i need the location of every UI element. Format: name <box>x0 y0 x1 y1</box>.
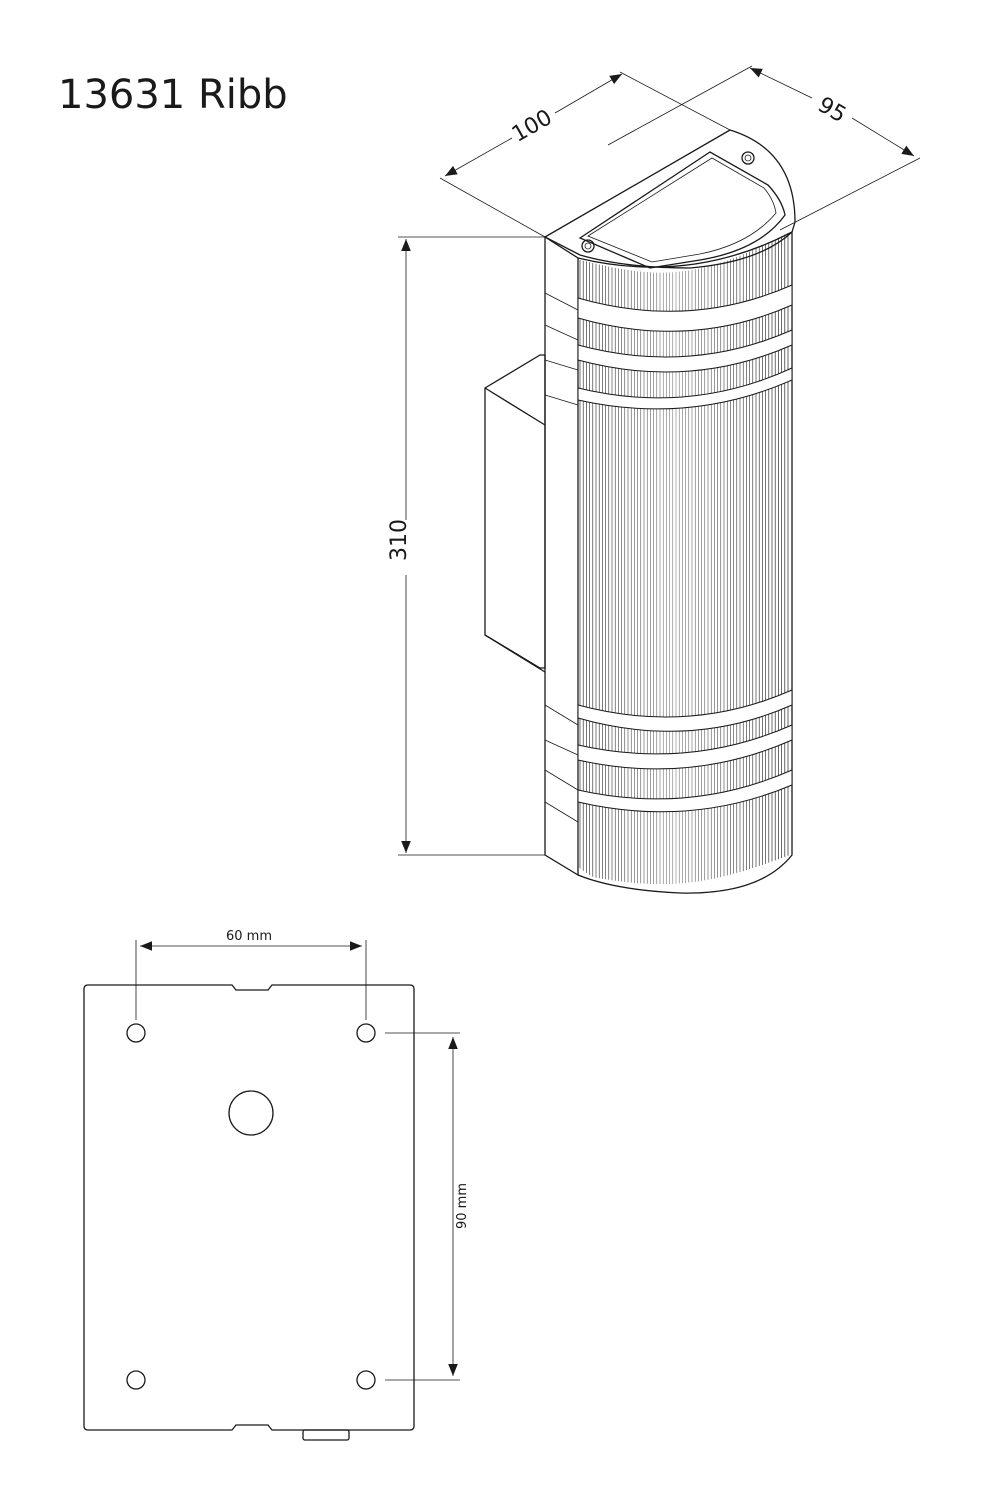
width-label: 95 <box>813 93 850 129</box>
depth-label: 100 <box>508 105 557 148</box>
dimension-height: 310 <box>387 236 545 856</box>
band-stripes <box>577 284 793 813</box>
dimension-hole-vertical: 90 mm <box>385 1032 470 1381</box>
cable-hole <box>228 1090 274 1136</box>
housing-curved-body <box>577 230 793 894</box>
mounting-hole <box>126 1023 146 1043</box>
lamp-isometric-view <box>484 129 796 894</box>
cable-exit <box>302 1429 350 1441</box>
top-lens <box>578 151 786 269</box>
screw-icon <box>581 239 595 253</box>
dimension-hole-horizontal: 60 mm <box>135 929 367 1020</box>
wall-mount-box <box>484 354 546 669</box>
mounting-hole <box>356 1023 376 1043</box>
mounting-hole <box>356 1370 376 1390</box>
hole-spacing-vertical-label: 90 mm <box>455 1183 470 1229</box>
ribbed-texture <box>579 233 789 885</box>
mounting-plate <box>83 984 415 1441</box>
hole-spacing-horizontal-label: 60 mm <box>226 929 272 944</box>
height-label: 310 <box>387 519 412 561</box>
mounting-hole <box>126 1370 146 1390</box>
screw-icon <box>741 151 755 165</box>
product-title: 13631 Ribb <box>58 72 288 118</box>
band-lines-flat-side <box>544 292 579 823</box>
